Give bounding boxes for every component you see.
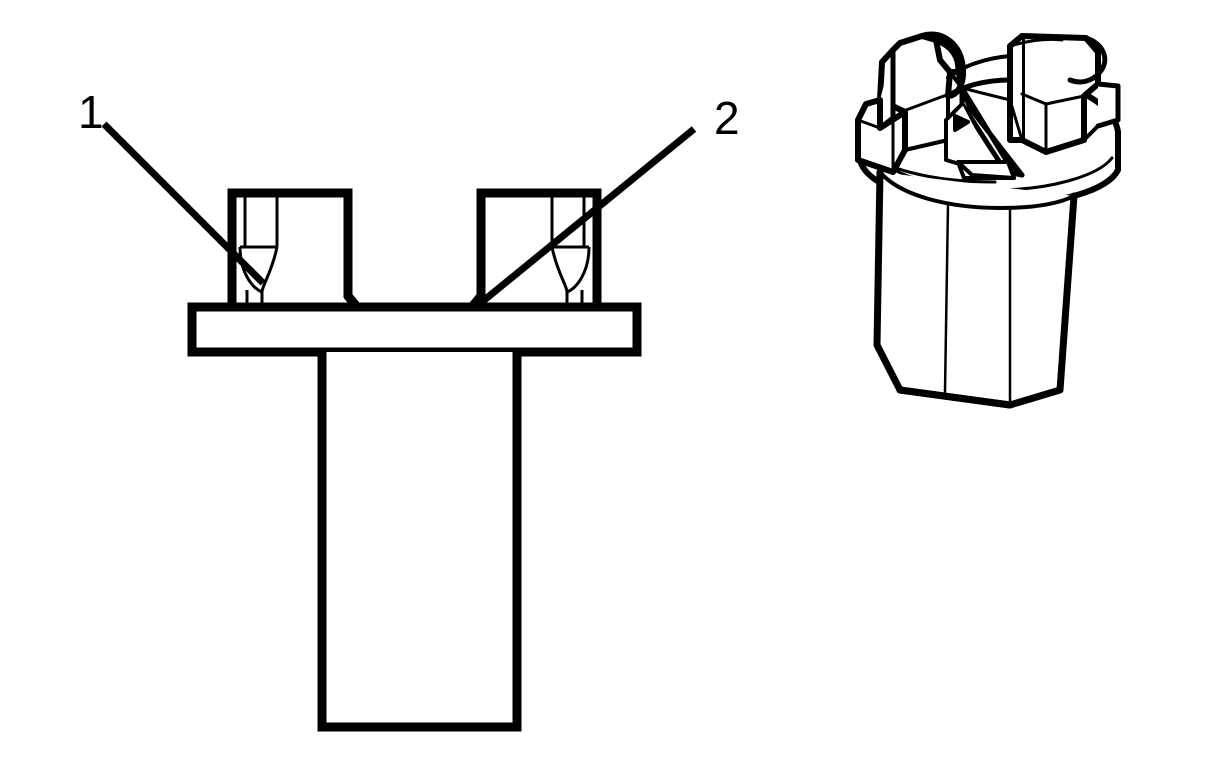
iso-ramp-shelf — [960, 86, 1024, 142]
left-tab-outline — [227, 188, 367, 312]
right-tab-ramp-curve — [566, 246, 591, 294]
cross-section-view — [187, 188, 642, 732]
right-tab-ramp-curve-inner — [550, 246, 569, 293]
iso-right-tab-hook — [1067, 35, 1108, 85]
iso-collar-slot — [956, 160, 1016, 180]
callout-2-leader — [474, 126, 697, 309]
shaft-outline — [317, 352, 522, 732]
right-tab-base-chamfer — [468, 293, 485, 310]
iso-left-block-step — [856, 118, 882, 130]
iso-right-tab-inner-edge — [1020, 92, 1086, 106]
iso-barrel — [873, 168, 1078, 409]
callout-2-label: 2 — [714, 92, 740, 144]
left-tab-ramp-curve-inner — [260, 246, 279, 293]
iso-ramp-notch-arrow — [953, 114, 970, 132]
iso-rim-arc-right — [1008, 37, 1064, 48]
callout-1-label: 1 — [78, 86, 104, 138]
iso-right-tab-wing-edge — [1082, 124, 1100, 142]
right-tab-outline — [462, 188, 602, 312]
left-tab-base-chamfer — [344, 293, 361, 310]
iso-rim-arc-left — [945, 77, 1013, 99]
iso-right-tab-outer-wing — [1095, 81, 1121, 129]
callouts-layer: 1 2 — [78, 86, 740, 309]
callout-1-leader — [101, 121, 266, 286]
iso-collar-slot-edge — [956, 160, 1016, 180]
right-locking-tab — [462, 188, 602, 312]
left-locking-tab — [227, 188, 367, 312]
isometric-view — [855, 31, 1121, 409]
iso-barrel-seam-left — [943, 202, 950, 394]
flange-slab — [187, 302, 642, 357]
left-tab-ramp-curve — [238, 246, 263, 294]
shaft-barrel — [317, 352, 522, 732]
iso-upper-rim — [945, 37, 1064, 99]
iso-barrel-bottom-left — [896, 386, 1014, 409]
iso-barrel-top-edge — [878, 170, 1076, 210]
iso-left-block — [855, 97, 908, 175]
iso-rim-arc-left-inner — [946, 54, 1012, 80]
flange-outline — [187, 302, 642, 357]
